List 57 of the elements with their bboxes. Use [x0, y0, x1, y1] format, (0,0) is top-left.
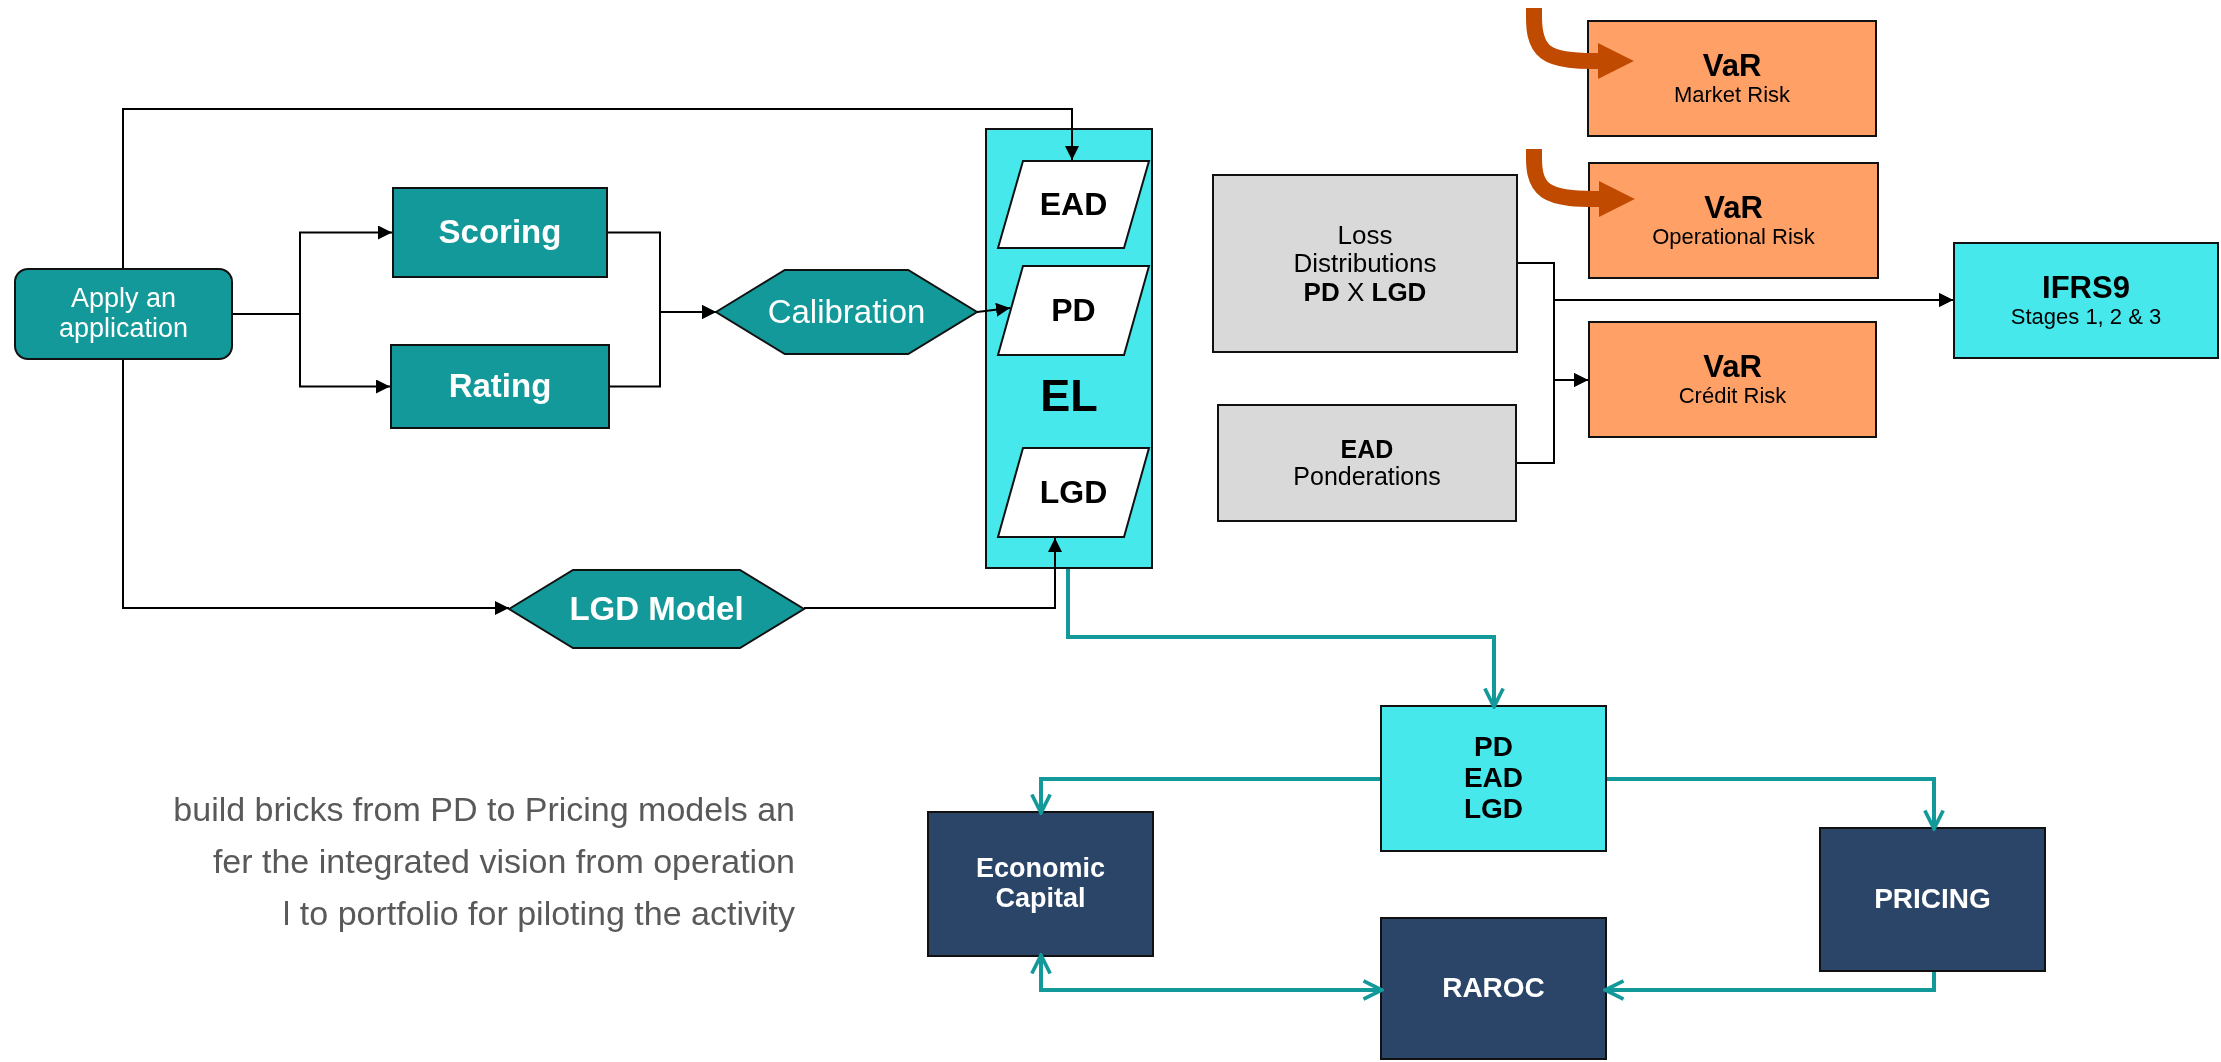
process-hexagon [716, 269, 977, 355]
box-title: PRICING [1874, 884, 1991, 915]
data-parallelogram [997, 265, 1150, 356]
process-box [927, 811, 1154, 957]
connector-arrow [976, 302, 1011, 317]
connector-arrow [232, 313, 391, 394]
box-title: VaR [1702, 49, 1762, 84]
process-box [1588, 162, 1879, 279]
box-title: VaR [1704, 191, 1763, 226]
box-title: PD EAD LGD [1463, 732, 1524, 825]
box-title: RAROC [1442, 973, 1545, 1004]
process-box [1953, 242, 2219, 359]
connector-arrow [1030, 953, 1384, 1001]
process-hexagon [509, 569, 804, 649]
group-panel [985, 128, 1153, 569]
box-title: Calibration [767, 293, 926, 331]
process-box [1212, 174, 1518, 353]
box-title: Economic Capital [975, 854, 1106, 914]
process-box [1587, 20, 1877, 137]
connector-arrow [122, 359, 510, 615]
box-title: Apply an application [57, 284, 190, 344]
box-title: EAD [1340, 435, 1394, 463]
process-box [1380, 705, 1607, 852]
description-text: build bricks from PD to Pricing models an [173, 790, 795, 829]
box-subtitle: Market Risk [1673, 83, 1791, 108]
connector-arrow [609, 305, 717, 388]
description-text: fer the integrated vision from operation [212, 842, 795, 881]
process-box [1217, 404, 1517, 522]
box-title: IFRS9 [2042, 271, 2130, 306]
data-parallelogram [997, 447, 1150, 538]
box-title: PD [1051, 292, 1096, 329]
box-subtitle: Ponderations [1293, 463, 1441, 491]
box-subtitle: Stages 1, 2 & 3 [2010, 305, 2162, 330]
connector-arrow [1516, 373, 1589, 464]
box-title: Loss Distributions [1292, 220, 1438, 278]
box-subtitle: PD X LGD [1302, 277, 1428, 307]
box-title: EAD [1039, 186, 1108, 223]
process-box [1380, 917, 1607, 1060]
data-parallelogram [997, 160, 1150, 249]
description-text: l to portfolio for piloting the activity [282, 894, 795, 933]
box-title: Scoring [438, 214, 562, 251]
connector-arrow [1603, 972, 1936, 1001]
thick-arrow [1526, 8, 1634, 79]
box-subtitle: Crédit Risk [1678, 384, 1787, 409]
start-box [14, 268, 233, 360]
process-box [392, 187, 608, 278]
box-title: LGD Model [569, 590, 744, 628]
box-title: VaR [1703, 350, 1762, 385]
process-box [390, 344, 610, 429]
box-title: EL [1040, 371, 1098, 421]
box-title: Rating [448, 368, 552, 405]
box-subtitle: Operational Risk [1652, 225, 1815, 250]
connector-arrow [122, 108, 1079, 269]
connector-arrow [803, 537, 1062, 609]
process-box [1819, 827, 2046, 972]
box-title: LGD [1039, 474, 1108, 511]
process-box [1588, 321, 1877, 438]
